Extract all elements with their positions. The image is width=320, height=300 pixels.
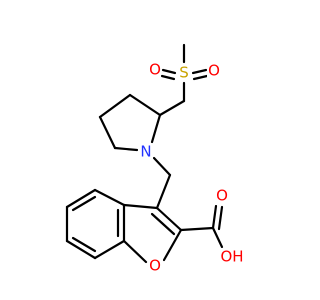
bond-c-o-double-2 — [217, 205, 224, 231]
bond-c7-c7a — [93, 239, 126, 260]
bond-s-o-right-1 — [191, 68, 208, 75]
bond-c3-c4 — [98, 93, 132, 119]
bond-s-o-right-2 — [192, 74, 209, 81]
molecule-diagram: S O O N O O OH — [65, 43, 247, 275]
nitrogen-atom: N — [140, 143, 151, 161]
bond-c4-c5 — [98, 115, 117, 150]
structure-drawing: S O O N O O OH — [65, 43, 247, 275]
bond-c4-c5b-inner — [71, 195, 97, 212]
bond-ch2-c3bf — [155, 173, 172, 210]
sulfonyl-oxygen-left: O — [149, 61, 161, 79]
bond-c4-c5b — [65, 188, 97, 209]
bond-c2-o1 — [162, 228, 183, 262]
bond-c-o-double-1 — [211, 204, 218, 230]
bond-c2-cooh — [179, 226, 215, 232]
bond-c3-c2bf-2 — [150, 212, 176, 236]
hydroxyl-group: OH — [220, 248, 243, 266]
bonds — [65, 43, 224, 264]
carbonyl-oxygen-atom: O — [216, 187, 228, 205]
sulfonyl-oxygen-right: O — [208, 62, 220, 80]
bond-o1-c7a — [122, 239, 148, 264]
bond-c-oh — [211, 226, 224, 249]
bond-c3-c3a — [122, 203, 159, 210]
bond-c6-c7-inner — [71, 236, 97, 253]
bond-c5-n — [113, 146, 139, 152]
bond-n-ch2 — [152, 156, 172, 177]
sulfur-atom: S — [179, 64, 189, 82]
bond-s-o-left-2 — [160, 74, 176, 81]
bond-c2-c3 — [128, 93, 162, 117]
bond-s-o-left-1 — [161, 68, 177, 75]
furan-oxygen-atom: O — [149, 257, 161, 275]
atom-labels: S O O N O O OH — [138, 60, 247, 275]
bond-c3a-c4 — [93, 188, 126, 207]
bond-c3-c2bf-1 — [155, 206, 183, 232]
bond-c6-c7 — [65, 239, 97, 260]
bond-n-c2 — [150, 113, 162, 144]
bond-ch2-c2 — [158, 99, 186, 117]
